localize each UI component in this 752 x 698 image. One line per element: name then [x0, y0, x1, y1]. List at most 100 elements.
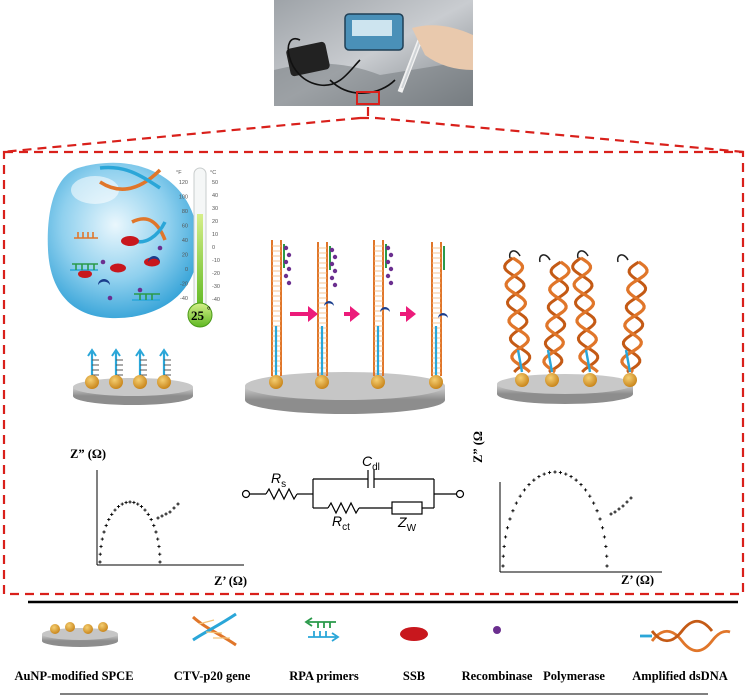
impedance-point — [537, 475, 541, 479]
impedance-point — [609, 512, 613, 516]
polymerase — [438, 313, 448, 318]
impedance-point — [120, 502, 124, 506]
f-tick-label: 120 — [179, 180, 188, 186]
legend-label: Amplified dsDNA — [632, 669, 728, 683]
strand-end — [538, 254, 551, 263]
nyquist-plot-left: Z” (Ω) Z’ (Ω) — [70, 447, 247, 588]
gold-nanoparticle — [315, 375, 329, 389]
impedance-point — [514, 501, 518, 505]
c-tick-label: 10 — [212, 232, 218, 238]
impedance-point — [605, 564, 609, 568]
c-tick-label: -20 — [212, 271, 220, 277]
impedance-point — [139, 504, 144, 509]
legend-label: Polymerase — [543, 669, 605, 683]
c-tick-label: -30 — [212, 284, 220, 290]
impedance-point — [605, 554, 609, 558]
impedance-point — [128, 500, 132, 504]
gold-nanoparticle — [157, 375, 171, 389]
electrode-1 — [73, 348, 193, 405]
recombinase-dot — [283, 273, 289, 279]
nyquist-plot-right: Z” (Ω Z’ (Ω) — [471, 431, 662, 587]
c-tick-label: 50 — [212, 180, 218, 186]
impedance-point — [99, 544, 103, 549]
recombinase-dot — [283, 245, 289, 251]
impedance-point — [98, 560, 102, 564]
recombinase-dot — [388, 280, 394, 286]
strand-end — [508, 250, 521, 259]
dsdna-strand-front — [504, 256, 531, 374]
rpa-primers-in-drop — [70, 232, 160, 301]
recombinase-dot — [332, 282, 338, 288]
impedance-point — [107, 517, 111, 522]
impedance-point — [532, 478, 536, 482]
recombinase-dot — [286, 252, 292, 258]
impedance-point — [592, 501, 596, 505]
impedance-point — [146, 512, 150, 516]
polymerase — [380, 307, 390, 312]
impedance-point — [625, 500, 629, 504]
f-tick-label: 100 — [179, 195, 188, 201]
impedance-point — [136, 502, 140, 506]
recombinase-dot — [385, 245, 391, 251]
gold-nanoparticle — [269, 375, 283, 389]
impedance-point — [501, 554, 505, 558]
impedance-point — [164, 512, 168, 516]
recombinase-dot — [388, 252, 394, 258]
polymerase-shapes — [98, 256, 160, 285]
amplification-steps — [269, 240, 448, 389]
svg-text:Cdl: Cdl — [362, 453, 380, 473]
impedance-point — [158, 552, 162, 556]
impedance-point — [110, 512, 114, 516]
impedance-point — [116, 504, 121, 509]
recombinase-dot — [329, 247, 335, 253]
impedance-point — [143, 508, 147, 512]
impedance-point — [600, 526, 605, 530]
ssb-proteins — [78, 236, 160, 278]
c-tick-label: 0 — [212, 245, 215, 251]
svg-text:Rs: Rs — [271, 470, 286, 490]
impedance-point — [158, 560, 162, 564]
legend-ctv-gene-icon — [191, 612, 237, 647]
svg-text:Rct: Rct — [332, 513, 350, 533]
gold-nanoparticle — [85, 375, 99, 389]
impedance-point — [501, 564, 505, 568]
recombinase-dot — [329, 261, 335, 267]
dsdna-strand-front — [620, 260, 649, 374]
thermometer-reading: 25 — [191, 308, 205, 323]
legend-polymerase-icon — [563, 628, 581, 637]
polymerase — [324, 301, 334, 306]
ctv-gene-icon — [99, 165, 167, 244]
gold-nanoparticle — [545, 373, 559, 387]
impedance-point — [595, 509, 599, 513]
dsdna-strand-back — [571, 256, 600, 374]
impedance-point — [172, 506, 176, 510]
probe-arrow — [159, 348, 169, 357]
unit-f: °F — [176, 170, 182, 176]
impedance-point — [154, 530, 158, 534]
strand-end — [576, 250, 589, 259]
dsdna-strand-back — [503, 256, 532, 374]
recombinase-dot — [332, 268, 338, 274]
impedance-point — [522, 488, 527, 492]
impedance-point — [160, 514, 164, 518]
impedance-point — [558, 470, 563, 475]
electrode-2 — [245, 372, 445, 414]
impedance-point — [518, 494, 522, 498]
recombinase-dot — [286, 266, 292, 272]
legend-dsdna-icon — [640, 619, 731, 653]
impedance-point — [168, 510, 172, 514]
left-ylabel: Z” (Ω) — [70, 447, 106, 461]
legend-rpa-primers-icon — [304, 617, 340, 642]
impedance-point — [102, 530, 106, 534]
circuit-labels: Rs Cdl Rct ZW — [271, 453, 417, 534]
legend-label: AuNP-modified SPCE — [14, 669, 133, 683]
impedance-point — [104, 523, 108, 528]
impedance-point — [604, 544, 608, 549]
probe-strand — [546, 349, 554, 373]
recombinase-dot — [385, 259, 391, 265]
impedance-point — [152, 523, 156, 528]
